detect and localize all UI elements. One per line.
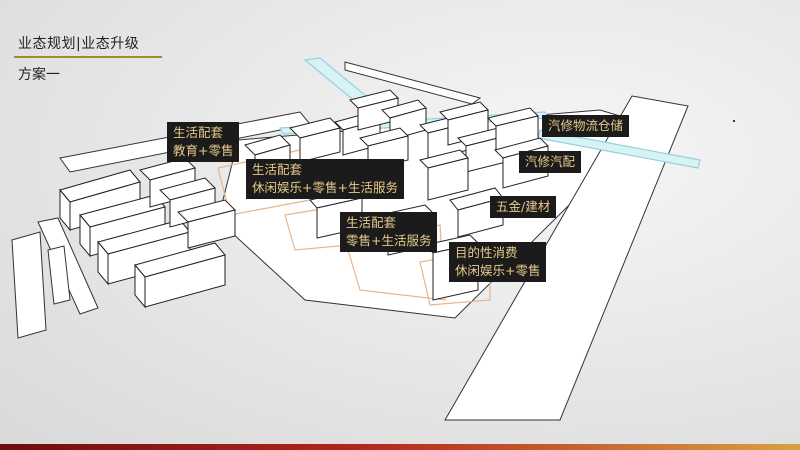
label-line: 生活配套	[346, 215, 397, 230]
marker-dot	[733, 120, 735, 122]
left-strip-3	[47, 245, 71, 305]
label-living-education-retail: 生活配套 教育+零售	[167, 122, 240, 162]
bottom-accent-bar	[0, 444, 800, 450]
label-living-leisure-retail-service: 生活配套 休闲娱乐+零售+生活服务	[246, 159, 404, 199]
label-destination-consumption: 目的性消费 休闲娱乐+零售	[449, 242, 547, 282]
page-subtitle: 方案一	[18, 67, 60, 83]
label-living-retail-service: 生活配套 零售+生活服务	[340, 212, 438, 252]
label-line: 生活配套	[173, 125, 224, 140]
label-line: 零售+生活服务	[346, 233, 432, 248]
label-line: 汽修物流仓储	[548, 118, 624, 133]
label-auto-repair-logistics-storage: 汽修物流仓储	[542, 115, 630, 137]
label-line: 休闲娱乐+零售+生活服务	[252, 180, 398, 195]
label-line: 五金/建材	[496, 199, 551, 214]
page-title: 业态规划|业态升级	[18, 36, 140, 52]
label-line: 休闲娱乐+零售	[455, 263, 541, 278]
label-hardware-building-materials: 五金/建材	[490, 196, 557, 218]
cyan-road-c	[537, 129, 701, 169]
right-highway	[444, 95, 689, 421]
block-row-left	[59, 157, 236, 309]
label-line: 教育+零售	[173, 143, 234, 158]
label-line: 目的性消费	[455, 245, 518, 260]
label-line: 生活配套	[252, 162, 303, 177]
title-underline	[14, 56, 162, 58]
left-strip-1	[11, 231, 47, 339]
label-auto-repair-parts: 汽修汽配	[519, 151, 582, 173]
label-line: 汽修汽配	[525, 154, 576, 169]
